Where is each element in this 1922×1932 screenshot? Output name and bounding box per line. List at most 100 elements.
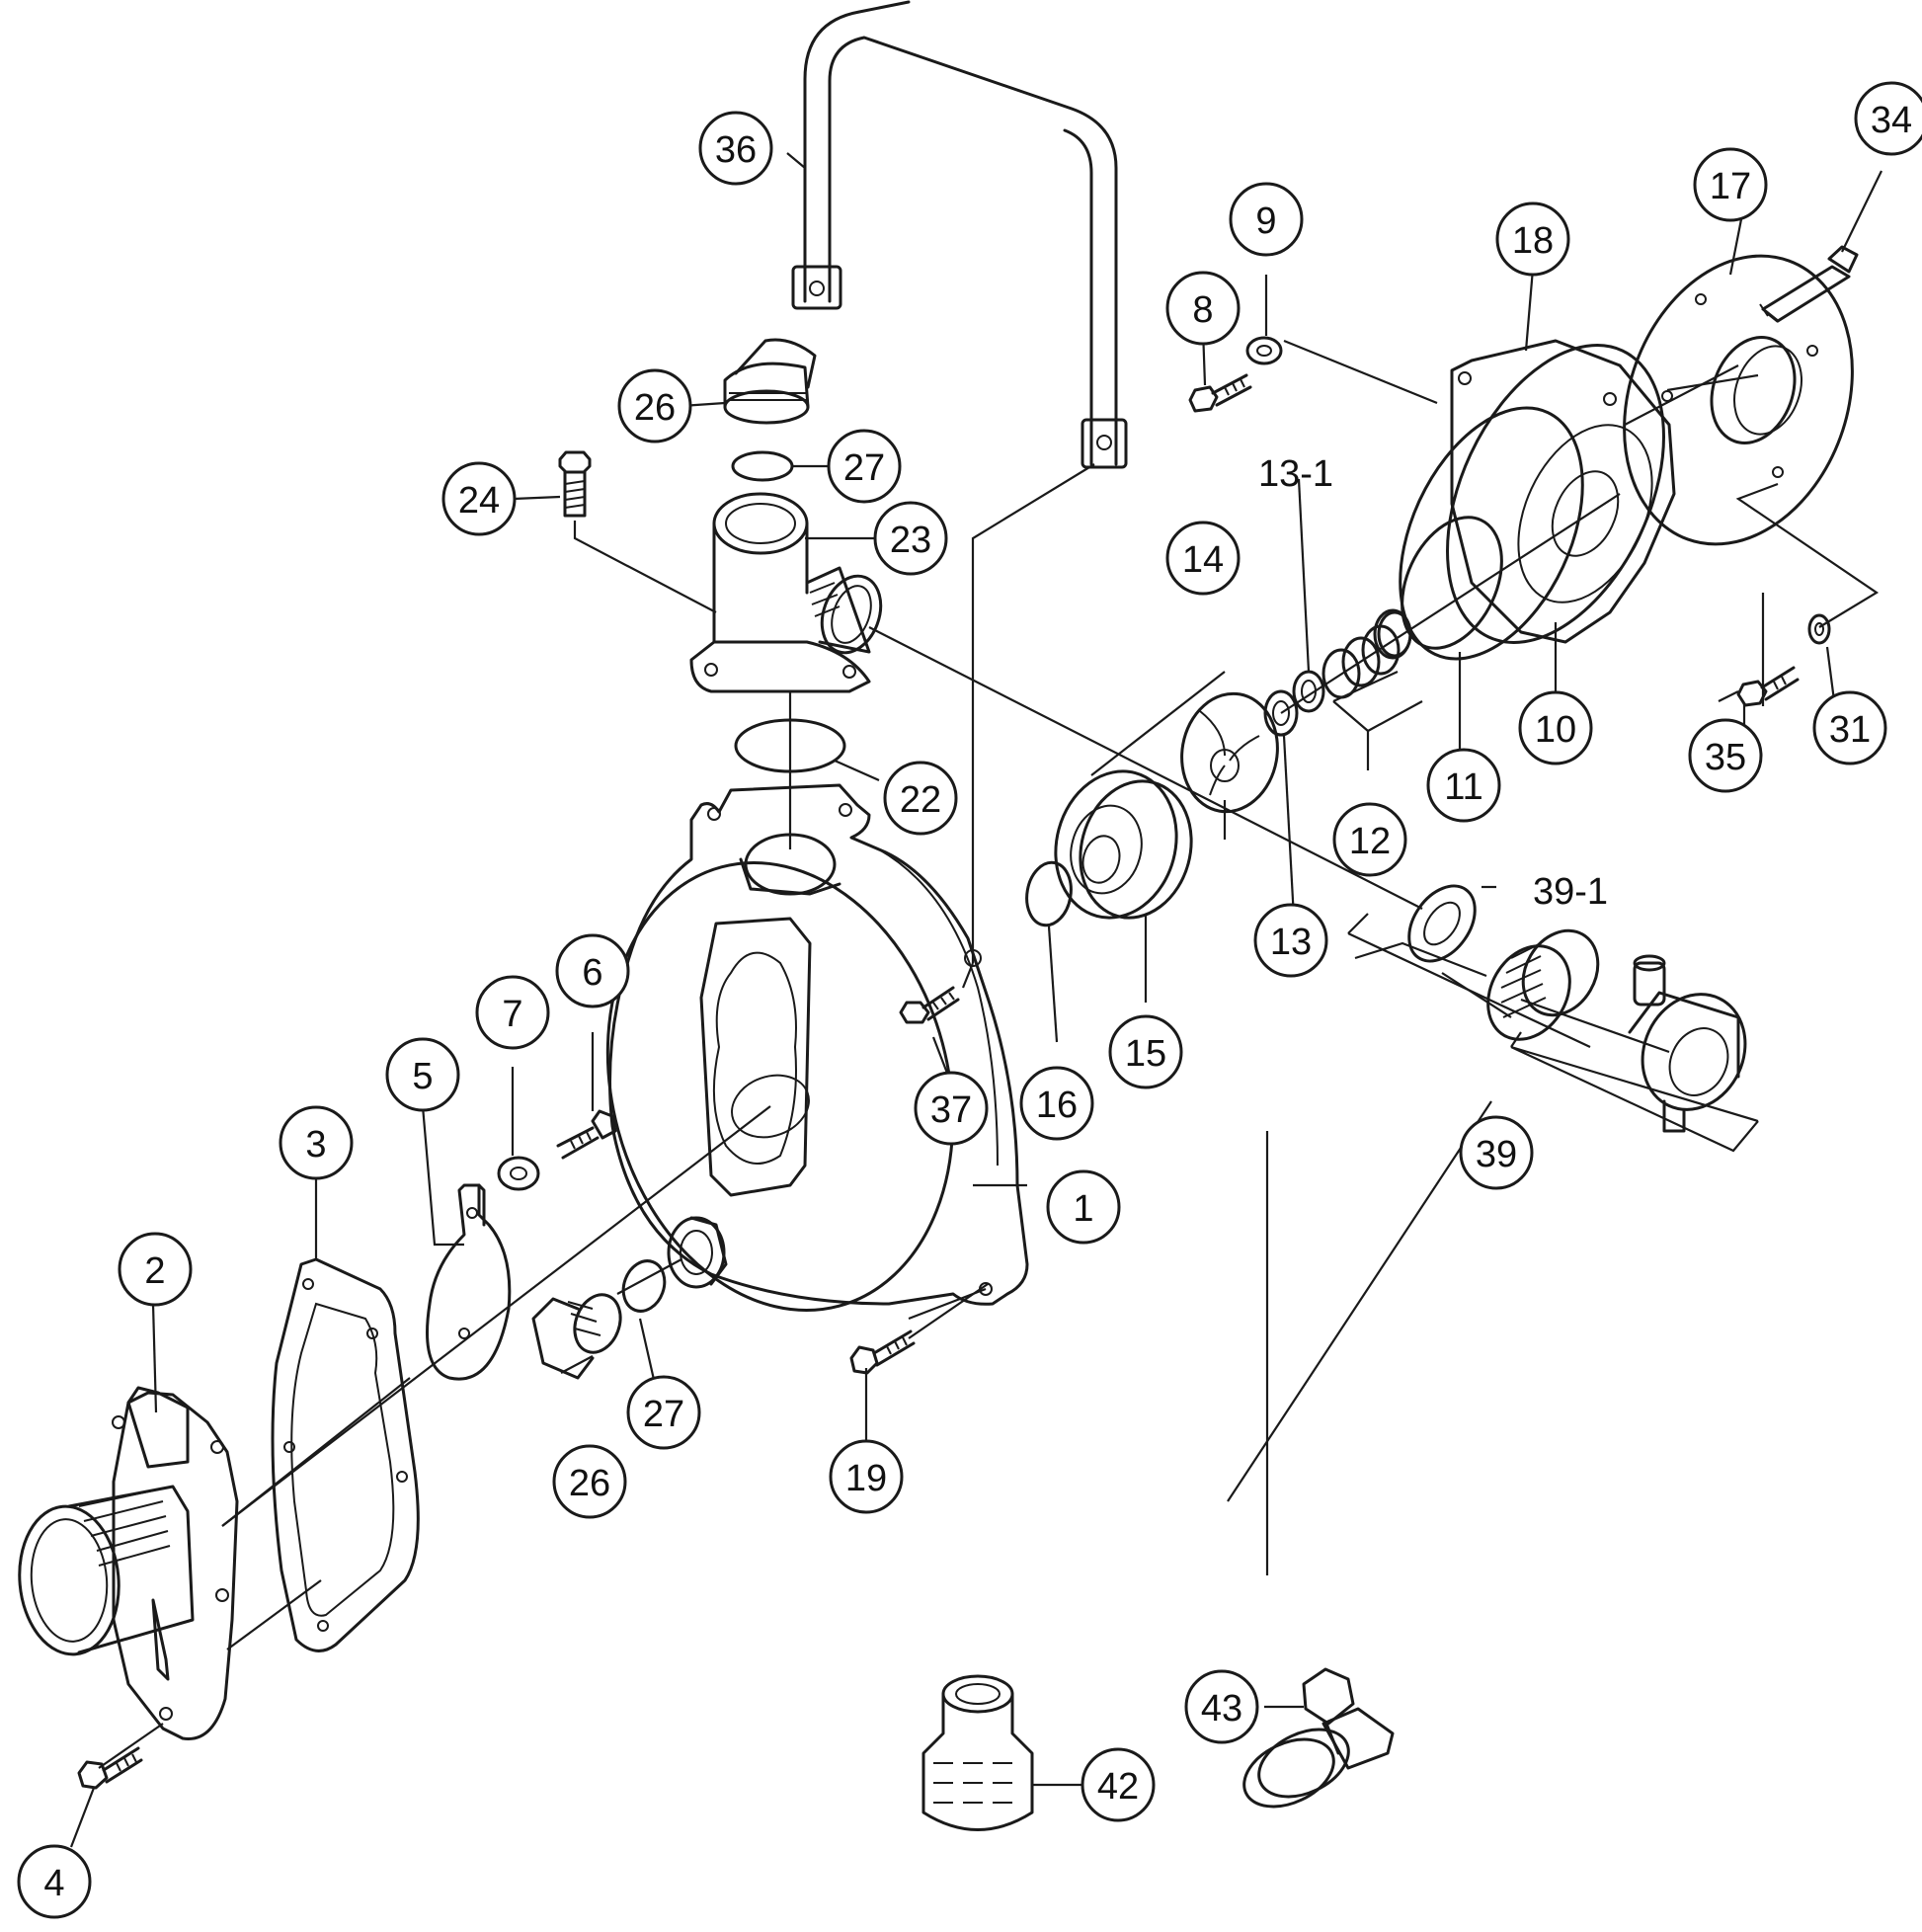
callout-label: 12 bbox=[1349, 821, 1391, 862]
callout-23: 23 bbox=[873, 501, 948, 576]
seal-13-1-part bbox=[1292, 670, 1325, 713]
bolt-19-part bbox=[849, 1329, 916, 1375]
callout-16: 16 bbox=[1019, 1066, 1094, 1141]
callout-9: 9 bbox=[1229, 182, 1304, 257]
callout-12: 12 bbox=[1332, 802, 1407, 877]
callout-label: 11 bbox=[1444, 766, 1482, 808]
callout-label: 16 bbox=[1036, 1085, 1078, 1126]
callout-35: 35 bbox=[1688, 718, 1763, 793]
bolt-37-part bbox=[899, 986, 960, 1024]
callout-label: 37 bbox=[930, 1089, 972, 1131]
callout-label: 15 bbox=[1125, 1033, 1166, 1075]
callout-26-lower: 26 bbox=[552, 1444, 627, 1519]
callout-1: 1 bbox=[1046, 1169, 1121, 1245]
callout-43: 43 bbox=[1184, 1669, 1259, 1744]
callout-label: 26 bbox=[569, 1463, 610, 1504]
callout-label: 3 bbox=[305, 1124, 326, 1166]
callout-label: 8 bbox=[1192, 289, 1213, 331]
strainer-42-part bbox=[921, 1674, 1034, 1831]
callout-10: 10 bbox=[1518, 690, 1593, 765]
callout-label: 10 bbox=[1535, 709, 1576, 751]
callout-label: 6 bbox=[582, 952, 602, 994]
bolt-24-part bbox=[558, 450, 592, 518]
callout-42: 42 bbox=[1081, 1747, 1156, 1822]
callout-39: 39 bbox=[1459, 1115, 1534, 1190]
flange-17-part bbox=[1623, 254, 1854, 546]
back-plate-part bbox=[1446, 339, 1676, 644]
callout-label: 5 bbox=[412, 1056, 433, 1097]
callout-11: 11 bbox=[1426, 748, 1501, 823]
callout-label: 22 bbox=[900, 779, 941, 821]
handle-part bbox=[791, 0, 1128, 469]
leader-lines bbox=[69, 152, 1882, 1848]
washer-7-part bbox=[497, 1156, 540, 1191]
callout-8: 8 bbox=[1165, 271, 1241, 346]
callout-label: 13-1 bbox=[1258, 453, 1333, 495]
callout-3: 3 bbox=[279, 1105, 354, 1180]
bolt-8-part bbox=[1188, 373, 1252, 413]
wear-plate-part bbox=[1054, 769, 1193, 920]
inlet-fitting-2-part bbox=[18, 1386, 239, 1740]
callout-label: 31 bbox=[1829, 709, 1871, 751]
o-ring-top-part bbox=[731, 450, 794, 482]
callout-37: 37 bbox=[914, 1071, 989, 1146]
outlet-elbow-part bbox=[689, 492, 883, 693]
callout-label: 36 bbox=[715, 129, 757, 171]
callout-label: 2 bbox=[144, 1250, 165, 1292]
callout-5: 5 bbox=[385, 1037, 460, 1112]
callout-27-top: 27 bbox=[827, 429, 902, 504]
callout-31: 31 bbox=[1812, 690, 1887, 765]
callout-26-top: 26 bbox=[617, 368, 692, 443]
callout-13-1: 13-1 bbox=[1258, 453, 1333, 495]
o-ring-lower-part bbox=[621, 1259, 667, 1313]
callout-36: 36 bbox=[698, 111, 773, 186]
bolt-4-part bbox=[77, 1746, 143, 1790]
drain-plug-top-part bbox=[723, 338, 817, 425]
callout-label: 9 bbox=[1255, 201, 1276, 242]
impeller-part bbox=[1180, 691, 1279, 814]
callout-label: 34 bbox=[1871, 100, 1912, 141]
callout-18: 18 bbox=[1495, 201, 1570, 277]
callout-17: 17 bbox=[1693, 147, 1768, 222]
bolt-35-part bbox=[1736, 666, 1800, 707]
callout-19: 19 bbox=[829, 1439, 904, 1514]
callout-label: 18 bbox=[1512, 220, 1554, 262]
callout-label: 13 bbox=[1270, 922, 1312, 963]
drain-plug-lower-part bbox=[531, 1293, 622, 1380]
callout-34: 34 bbox=[1854, 81, 1922, 156]
callout-13: 13 bbox=[1253, 903, 1328, 978]
callout-label: 39 bbox=[1476, 1134, 1517, 1175]
callout-39-1: 39-1 bbox=[1533, 871, 1608, 913]
callout-label: 24 bbox=[458, 480, 500, 522]
bolt-34-part bbox=[1759, 245, 1859, 323]
callout-label: 7 bbox=[502, 994, 522, 1035]
callout-label: 17 bbox=[1710, 166, 1751, 207]
seal-13-part bbox=[1263, 689, 1299, 737]
callout-24: 24 bbox=[441, 461, 517, 536]
callout-15: 15 bbox=[1108, 1014, 1183, 1089]
callout-label: 1 bbox=[1073, 1188, 1093, 1230]
callout-label: 23 bbox=[890, 520, 931, 561]
callout-label: 35 bbox=[1705, 737, 1746, 778]
callout-label: 19 bbox=[845, 1458, 887, 1499]
gasket-3-part bbox=[271, 1257, 420, 1652]
callout-label: 39-1 bbox=[1533, 871, 1608, 913]
callout-label: 4 bbox=[43, 1863, 64, 1904]
washer-31-part bbox=[1807, 613, 1831, 645]
callout-27-lower: 27 bbox=[626, 1375, 701, 1450]
callout-label: 14 bbox=[1182, 539, 1224, 581]
pump-casing-part bbox=[605, 783, 1029, 1312]
callout-label: 42 bbox=[1097, 1766, 1139, 1808]
seal-12-part bbox=[1321, 610, 1412, 699]
o-ring-10-part bbox=[1399, 406, 1584, 661]
callout-22: 22 bbox=[883, 761, 958, 836]
callout-label: 27 bbox=[643, 1394, 684, 1435]
callout-6: 6 bbox=[555, 933, 630, 1008]
callout-2: 2 bbox=[118, 1232, 193, 1307]
callout-label: 26 bbox=[634, 387, 676, 429]
check-valve-5-part bbox=[426, 1183, 512, 1381]
washer-9-part bbox=[1245, 336, 1283, 365]
callout-14: 14 bbox=[1165, 521, 1241, 596]
callout-4: 4 bbox=[17, 1844, 92, 1919]
